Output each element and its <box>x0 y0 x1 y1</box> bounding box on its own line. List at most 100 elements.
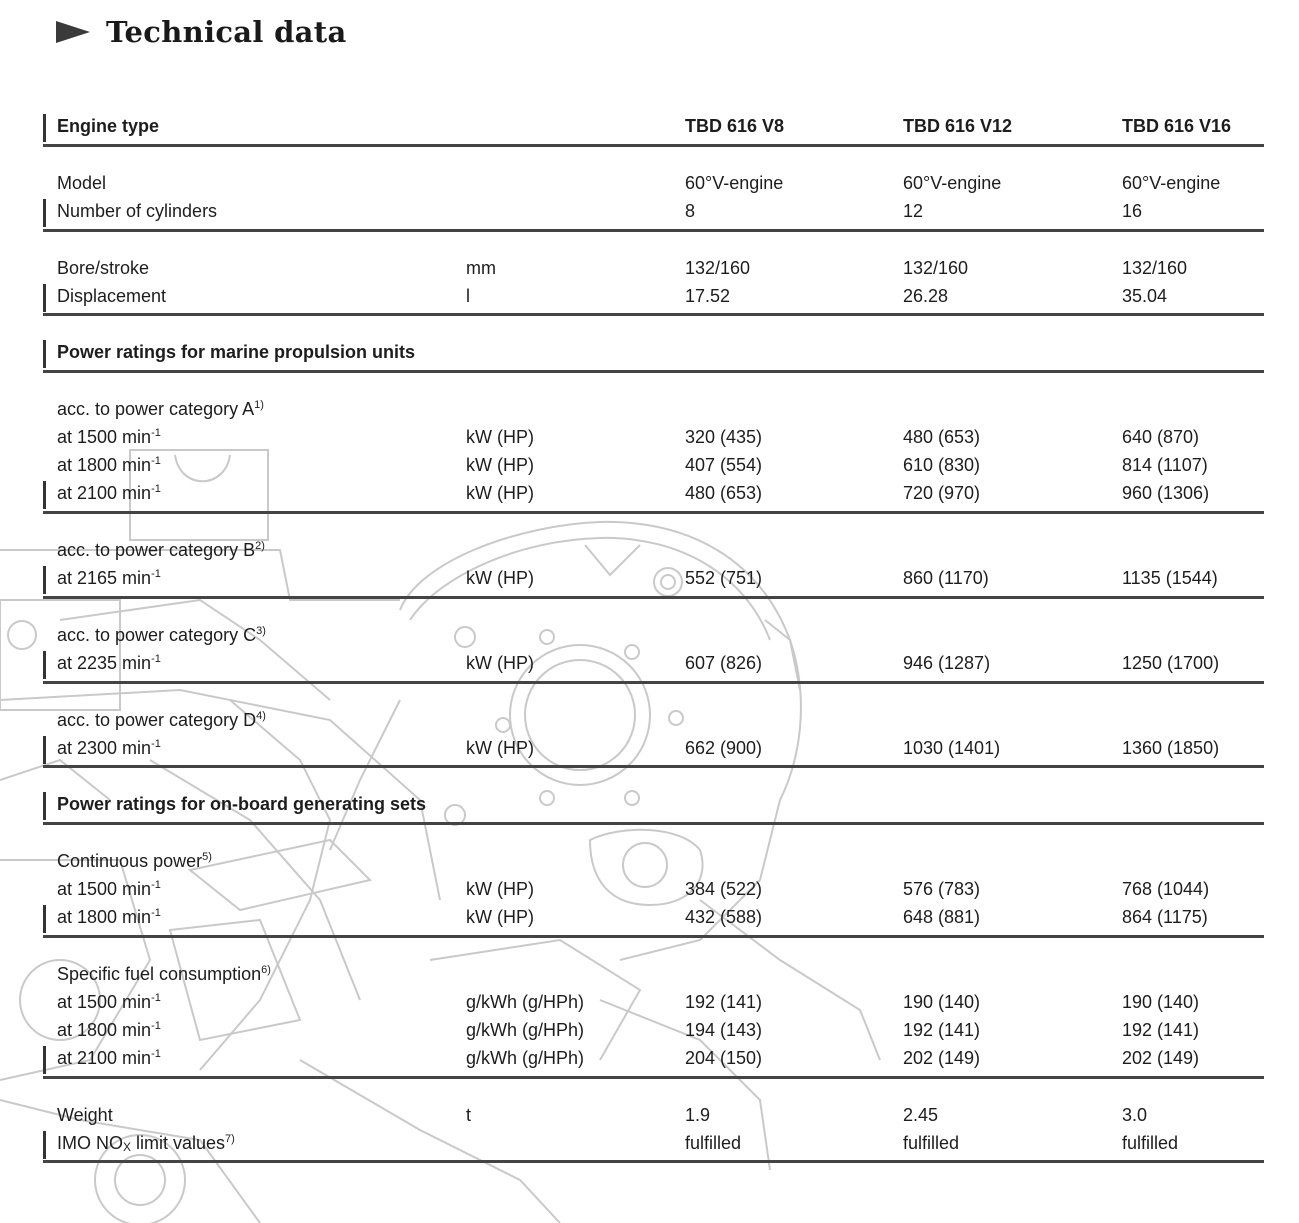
imo-v16: fulfilled <box>1122 1133 1179 1153</box>
divider <box>43 370 1264 373</box>
bore-v8: 132/160 <box>685 258 751 278</box>
continuous-1800-v8: 432 (588) <box>685 907 763 927</box>
displacement-v12: 26.28 <box>903 286 949 306</box>
bore-v12: 132/160 <box>903 258 969 278</box>
divider <box>43 1076 1264 1079</box>
row-marker <box>43 199 46 227</box>
row-marker <box>43 1046 46 1074</box>
fuel-1500-v12: 190 (140) <box>903 992 981 1012</box>
continuous-1800-v16: 864 (1175) <box>1122 907 1208 927</box>
bore-v16: 132/160 <box>1122 258 1188 278</box>
cat-d-label: acc. to power category D4) <box>57 710 266 730</box>
cat-a-1500-unit: kW (HP) <box>466 427 534 447</box>
imo-v8: fulfilled <box>685 1133 742 1153</box>
cat-a-1500-v16: 640 (870) <box>1122 427 1200 447</box>
divider <box>43 144 1264 147</box>
cylinders-v12: 12 <box>903 201 924 221</box>
cylinders-label: Number of cylinders <box>57 201 218 221</box>
cat-b-2165-label: at 2165 min-1 <box>57 568 161 588</box>
bore-label: Bore/stroke <box>57 258 150 278</box>
divider <box>43 681 1264 684</box>
continuous-label: Continuous power5) <box>57 851 212 871</box>
model-v8: 60°V-engine <box>685 173 784 193</box>
fuel-1800-v16: 192 (141) <box>1122 1020 1200 1040</box>
weight-unit: t <box>466 1105 472 1125</box>
cat-d-v16: 1360 (1850) <box>1122 738 1220 758</box>
fuel-2100-v12: 202 (149) <box>903 1048 981 1068</box>
cat-c-v8: 607 (826) <box>685 653 763 673</box>
imo-label: IMO NOX limit values7) <box>57 1133 235 1154</box>
displacement-label: Displacement <box>57 286 167 306</box>
row-marker <box>43 736 46 764</box>
continuous-1500-v8: 384 (522) <box>685 879 763 899</box>
cat-b-label: acc. to power category B2) <box>57 540 265 560</box>
cat-c-label: acc. to power category C3) <box>57 625 266 645</box>
fuel-1800-v8: 194 (143) <box>685 1020 763 1040</box>
play-arrow-icon <box>56 21 90 43</box>
page-title: Technical data <box>106 15 347 49</box>
weight-label: Weight <box>57 1105 113 1125</box>
title-row: Technical data <box>56 12 347 52</box>
cat-a-2100-v12: 720 (970) <box>903 483 981 503</box>
header-label: Engine type <box>57 116 160 136</box>
header-v16: TBD 616 V16 <box>1122 116 1232 136</box>
cat-a-2100-unit: kW (HP) <box>466 483 534 503</box>
continuous-1800-label: at 1800 min-1 <box>57 907 161 927</box>
cylinders-v16: 16 <box>1122 201 1143 221</box>
section-gen-heading: Power ratings for on-board generating se… <box>57 794 427 814</box>
section-marine-heading: Power ratings for marine propulsion unit… <box>57 342 416 362</box>
continuous-1500-unit: kW (HP) <box>466 879 534 899</box>
row-marker <box>43 905 46 933</box>
displacement-unit: l <box>466 286 470 306</box>
cylinders-v8: 8 <box>685 201 696 221</box>
cat-a-1800-unit: kW (HP) <box>466 455 534 475</box>
fuel-1800-label: at 1800 min-1 <box>57 1020 161 1040</box>
model-v16: 60°V-engine <box>1122 173 1221 193</box>
imo-v12: fulfilled <box>903 1133 960 1153</box>
cat-c-v16: 1250 (1700) <box>1122 653 1220 673</box>
cat-a-1500-label: at 1500 min-1 <box>57 427 161 447</box>
continuous-1500-label: at 1500 min-1 <box>57 879 161 899</box>
divider <box>43 511 1264 514</box>
fuel-1800-v12: 192 (141) <box>903 1020 981 1040</box>
continuous-1800-unit: kW (HP) <box>466 907 534 927</box>
fuel-1500-unit: g/kWh (g/HPh) <box>466 992 585 1012</box>
row-marker <box>43 481 46 509</box>
cat-d-v12: 1030 (1401) <box>903 738 1001 758</box>
cat-a-1800-v8: 407 (554) <box>685 455 763 475</box>
cat-c-2235-label: at 2235 min-1 <box>57 653 161 673</box>
cat-b-v12: 860 (1170) <box>903 568 989 588</box>
row-marker <box>43 566 46 594</box>
fuel-1500-label: at 1500 min-1 <box>57 992 161 1012</box>
fuel-2100-unit: g/kWh (g/HPh) <box>466 1048 585 1068</box>
fuel-label: Specific fuel consumption6) <box>57 964 271 984</box>
cat-a-2100-v16: 960 (1306) <box>1122 483 1210 503</box>
divider <box>43 822 1264 825</box>
cat-b-unit: kW (HP) <box>466 568 534 588</box>
weight-v16: 3.0 <box>1122 1105 1148 1125</box>
divider <box>43 596 1264 599</box>
weight-v8: 1.9 <box>685 1105 711 1125</box>
cat-a-label: acc. to power category A1) <box>57 399 264 419</box>
continuous-1500-v12: 576 (783) <box>903 879 981 899</box>
fuel-1500-v16: 190 (140) <box>1122 992 1200 1012</box>
cat-a-2100-label: at 2100 min-1 <box>57 483 161 503</box>
row-marker <box>43 340 46 368</box>
row-marker <box>43 1131 46 1159</box>
row-marker <box>43 792 46 820</box>
cat-d-2300-label: at 2300 min-1 <box>57 738 161 758</box>
cat-a-1500-v12: 480 (653) <box>903 427 981 447</box>
continuous-1800-v12: 648 (881) <box>903 907 981 927</box>
row-marker <box>43 114 46 142</box>
cat-b-v8: 552 (751) <box>685 568 763 588</box>
row-marker <box>43 284 46 312</box>
cat-a-1500-v8: 320 (435) <box>685 427 763 447</box>
divider <box>43 229 1264 232</box>
cat-d-unit: kW (HP) <box>466 738 534 758</box>
fuel-2100-v16: 202 (149) <box>1122 1048 1200 1068</box>
weight-v12: 2.45 <box>903 1105 939 1125</box>
fuel-2100-label: at 2100 min-1 <box>57 1048 161 1068</box>
cat-a-1800-v16: 814 (1107) <box>1122 455 1208 475</box>
cat-a-1800-label: at 1800 min-1 <box>57 455 161 475</box>
